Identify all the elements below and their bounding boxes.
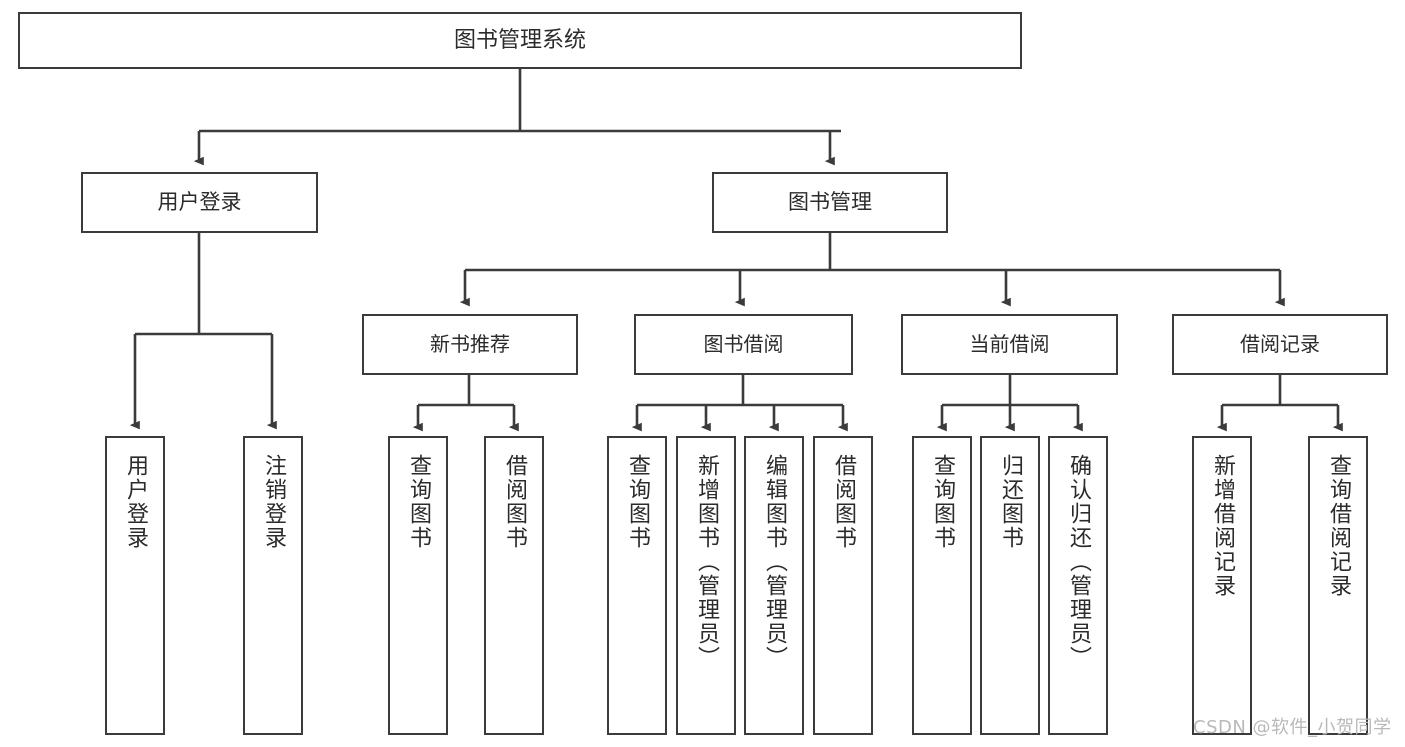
node-book-management[interactable]: 图书管理: [712, 172, 948, 233]
leaf-node-user-login[interactable]: 用户登录: [105, 436, 165, 735]
node-label: 借阅图书: [831, 454, 856, 550]
node-label: 查询图书: [930, 454, 955, 550]
node-label: 新增图书（管理员）: [694, 454, 719, 670]
node-book-borrow[interactable]: 图书借阅: [634, 314, 853, 375]
node-label: 用户登录: [157, 190, 242, 215]
node-label: 图书借阅: [703, 331, 784, 356]
node-label: 用户登录: [123, 454, 148, 550]
leaf-node-confirm-return-admin[interactable]: 确认归还（管理员）: [1048, 436, 1108, 735]
node-label: 查询借阅记录: [1326, 454, 1351, 598]
node-label: 图书管理系统: [453, 27, 586, 53]
leaf-node-borrow-book[interactable]: 借阅图书: [813, 436, 873, 735]
node-label: 确认归还（管理员）: [1066, 454, 1091, 670]
node-label: 借阅图书: [502, 454, 527, 550]
node-label: 当前借阅: [969, 331, 1050, 356]
node-user-login[interactable]: 用户登录: [81, 172, 318, 233]
leaf-node-add-borrow-record[interactable]: 新增借阅记录: [1192, 436, 1252, 735]
node-label: 查询图书: [406, 454, 431, 550]
leaf-node-query-book-new-rec[interactable]: 查询图书: [388, 436, 448, 735]
leaf-node-edit-book-admin[interactable]: 编辑图书（管理员）: [744, 436, 804, 735]
node-borrow-record[interactable]: 借阅记录: [1172, 314, 1388, 375]
node-label: 借阅记录: [1240, 331, 1320, 356]
node-label: 图书管理: [788, 190, 872, 215]
node-label: 查询图书: [625, 454, 650, 550]
node-label: 新增借阅记录: [1210, 454, 1235, 598]
leaf-node-query-borrow-record[interactable]: 查询借阅记录: [1308, 436, 1368, 735]
node-root-book-management-system[interactable]: 图书管理系统: [18, 12, 1022, 69]
node-label: 编辑图书（管理员）: [762, 454, 787, 670]
node-new-book-recommendation[interactable]: 新书推荐: [362, 314, 578, 375]
leaf-node-query-book-current[interactable]: 查询图书: [912, 436, 972, 735]
node-label: 新书推荐: [430, 331, 510, 356]
leaf-node-logout-login[interactable]: 注销登录: [243, 436, 303, 735]
leaf-node-query-book-borrow[interactable]: 查询图书: [607, 436, 667, 735]
node-current-borrow[interactable]: 当前借阅: [901, 314, 1118, 375]
node-label: 注销登录: [261, 454, 286, 550]
leaf-node-add-book-admin[interactable]: 新增图书（管理员）: [676, 436, 736, 735]
node-label: 归还图书: [998, 454, 1023, 550]
leaf-node-return-book[interactable]: 归还图书: [980, 436, 1040, 735]
leaf-node-borrow-book-new-rec[interactable]: 借阅图书: [484, 436, 544, 735]
